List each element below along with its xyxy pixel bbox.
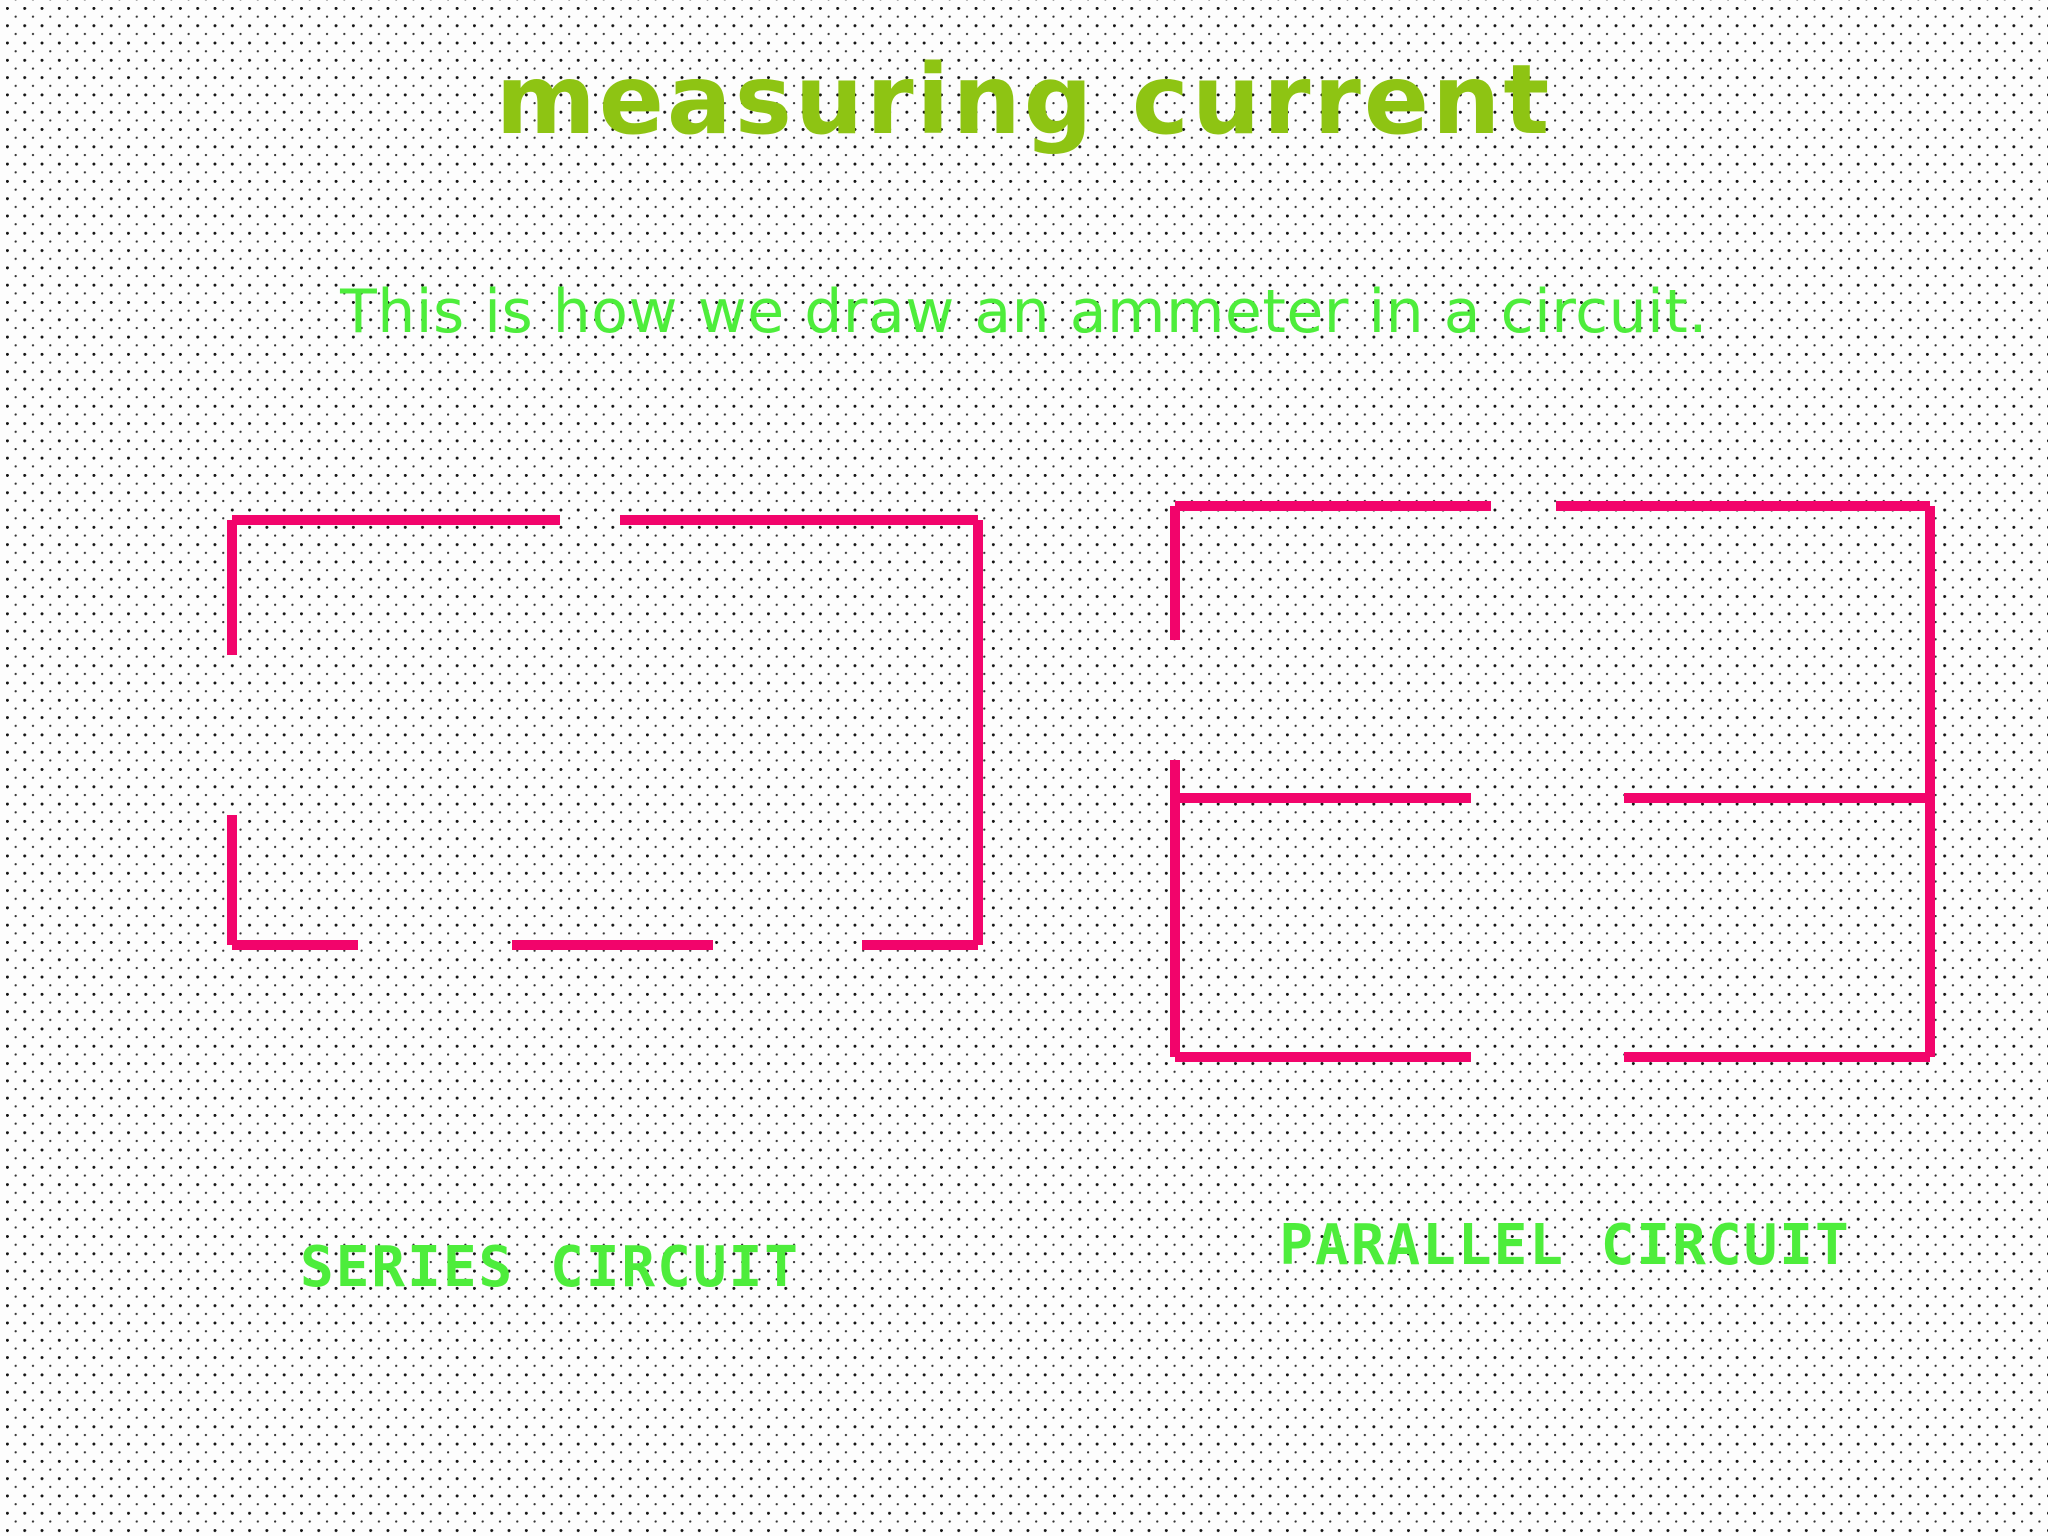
page-title: measuring current [495,44,1553,156]
parallel-circuit-caption: PARALLEL CIRCUIT [1279,1213,1851,1278]
series-circuit-caption: SERIES CIRCUIT [299,1235,800,1300]
page-subtitle: This is how we draw an ammeter in a circ… [340,277,1708,347]
series-circuit-diagram [227,515,983,950]
parallel-circuit-diagram [1170,501,1935,1062]
